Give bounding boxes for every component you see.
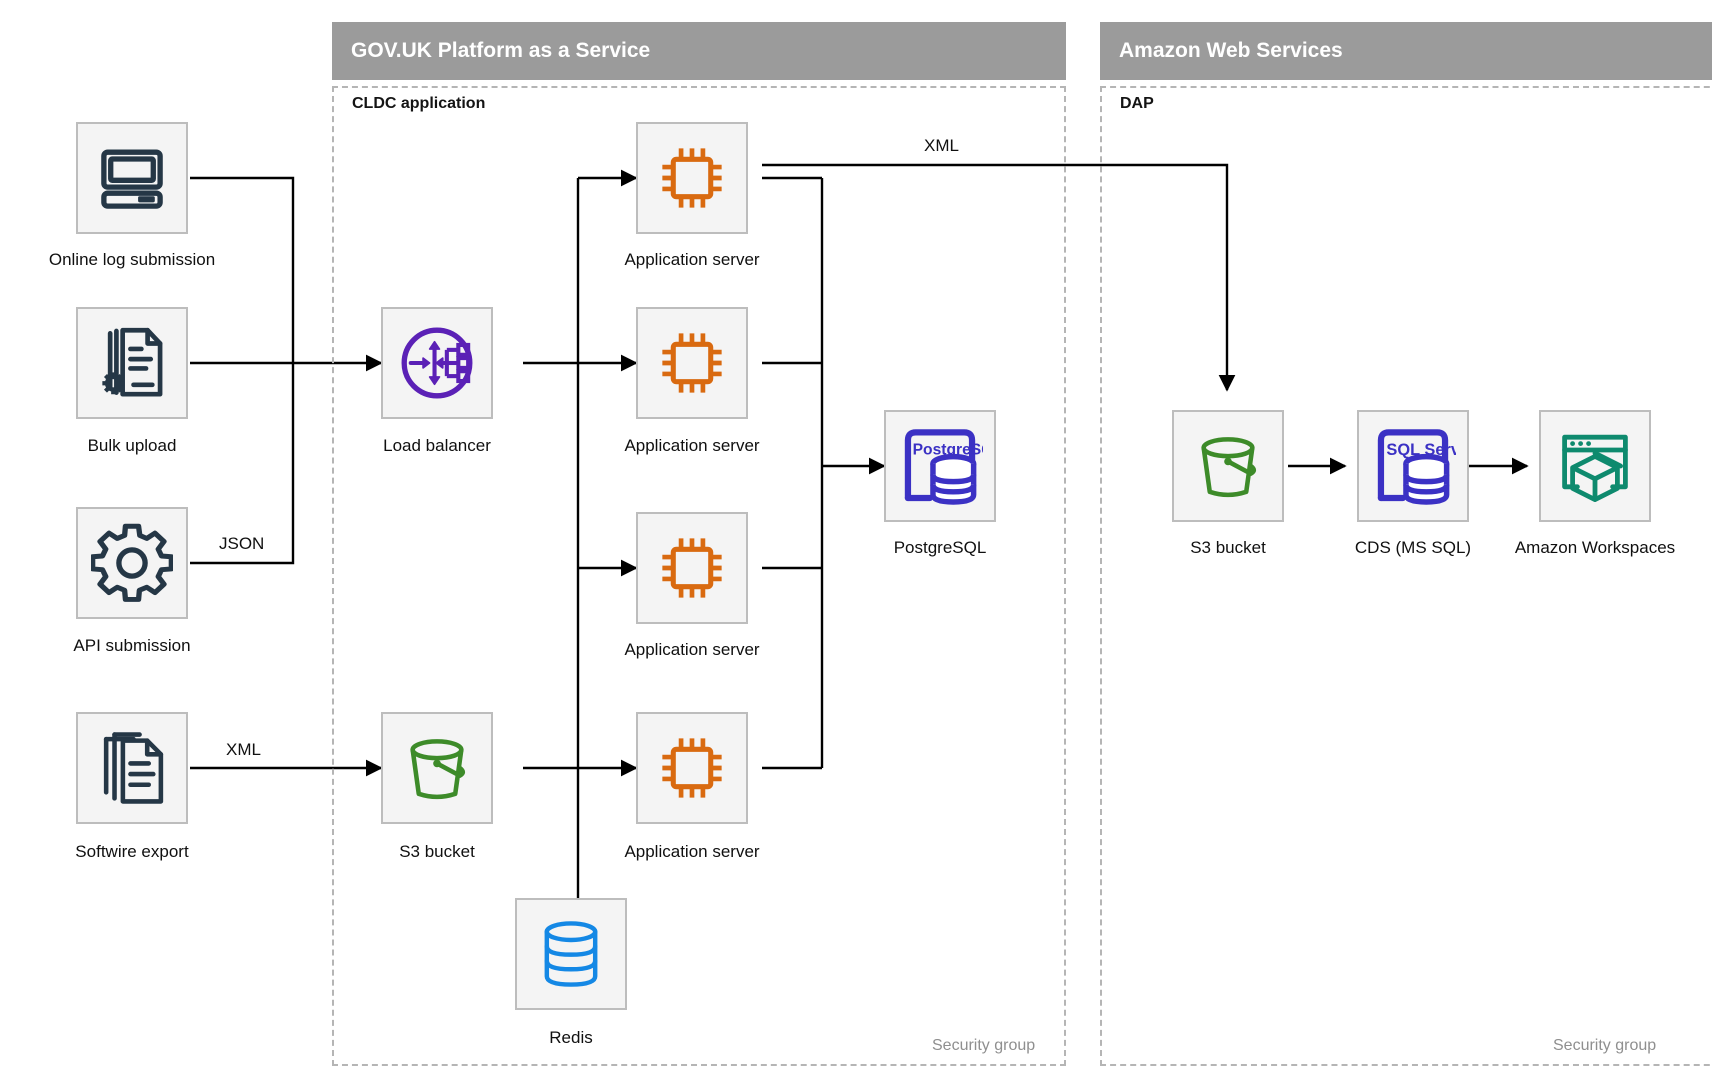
postgresql-icon: PostgreSQL bbox=[904, 429, 983, 505]
node-label-app-server-2: Application server bbox=[624, 436, 760, 455]
bucket-icon bbox=[410, 739, 466, 800]
document-stack-icon bbox=[103, 732, 164, 804]
node-label-postgresql: PostgreSQL bbox=[893, 538, 987, 557]
zone-sub-label-dap: DAP bbox=[1120, 95, 1154, 112]
node-app-server-2[interactable] bbox=[636, 307, 748, 419]
node-amazon-workspaces[interactable] bbox=[1539, 410, 1651, 522]
node-label-online-log-submission: Online log submission bbox=[48, 250, 216, 269]
bucket-icon bbox=[1201, 437, 1257, 498]
node-bulk-upload[interactable] bbox=[76, 307, 188, 419]
zone-footer-aws: Security group bbox=[1553, 1037, 1657, 1054]
node-label-s3-bucket-paas: S3 bucket bbox=[399, 842, 475, 861]
node-label-app-server-1: Application server bbox=[624, 250, 760, 269]
node-softwire-export[interactable] bbox=[76, 712, 188, 824]
zone-box-paas bbox=[332, 86, 1066, 1066]
zone-title-aws: Amazon Web Services bbox=[1119, 39, 1343, 62]
node-label-redis: Redis bbox=[549, 1028, 593, 1047]
edge-app1-xml-to-s3-aws bbox=[762, 163, 1236, 392]
node-label-load-balancer: Load balancer bbox=[383, 436, 491, 455]
node-label-app-server-3: Application server bbox=[624, 640, 760, 659]
node-label-cds-ms-sql: CDS (MS SQL) bbox=[1354, 538, 1472, 557]
node-load-balancer[interactable] bbox=[381, 307, 493, 419]
edge-label-xml-dap: XML bbox=[920, 136, 963, 156]
postgresql-badge-text: PostgreSQL bbox=[913, 441, 983, 458]
cpu-chip-icon bbox=[662, 333, 722, 393]
gear-icon bbox=[91, 523, 173, 602]
sql-server-icon: SQL Server bbox=[1377, 429, 1456, 505]
node-label-softwire-export: Softwire export bbox=[75, 842, 189, 861]
node-online-log-submission[interactable] bbox=[76, 122, 188, 234]
node-label-api-submission: API submission bbox=[73, 636, 191, 655]
desktop-computer-icon bbox=[101, 149, 163, 209]
cpu-chip-icon bbox=[662, 148, 722, 208]
node-postgresql[interactable]: PostgreSQL bbox=[884, 410, 996, 522]
zone-header-aws: Amazon Web Services bbox=[1100, 22, 1712, 80]
node-api-submission[interactable] bbox=[76, 507, 188, 619]
edge-online-log-to-bus bbox=[190, 176, 295, 363]
zone-footer-paas: Security group bbox=[932, 1037, 1036, 1054]
cpu-chip-icon bbox=[662, 738, 722, 798]
zone-title-paas: GOV.UK Platform as a Service bbox=[351, 39, 651, 62]
zone-sub-label-cldc: CLDC application bbox=[352, 95, 486, 112]
document-gear-icon bbox=[102, 327, 163, 397]
zone-header-paas: GOV.UK Platform as a Service bbox=[332, 22, 1066, 80]
node-app-server-4[interactable] bbox=[636, 712, 748, 824]
load-balancer-icon bbox=[401, 327, 473, 399]
node-label-amazon-workspaces: Amazon Workspaces bbox=[1514, 538, 1676, 557]
node-label-app-server-4: Application server bbox=[624, 842, 760, 861]
node-app-server-1[interactable] bbox=[636, 122, 748, 234]
zone-box-aws bbox=[1100, 86, 1712, 1066]
node-app-server-3[interactable] bbox=[636, 512, 748, 624]
edge-api-submission-to-bus bbox=[190, 363, 295, 565]
node-s3-bucket-aws[interactable] bbox=[1172, 410, 1284, 522]
edge-label-xml-softwire: XML bbox=[222, 740, 265, 760]
workspaces-cube-icon bbox=[1562, 434, 1628, 502]
sql-server-badge-text: SQL Server bbox=[1386, 441, 1456, 459]
node-label-bulk-upload: Bulk upload bbox=[87, 436, 177, 455]
node-redis[interactable] bbox=[515, 898, 627, 1010]
cpu-chip-icon bbox=[662, 538, 722, 598]
node-cds-ms-sql[interactable]: SQL Server bbox=[1357, 410, 1469, 522]
edge-label-json: JSON bbox=[215, 534, 269, 554]
node-label-s3-bucket-aws: S3 bucket bbox=[1190, 538, 1266, 557]
node-s3-bucket-paas[interactable] bbox=[381, 712, 493, 824]
database-cylinder-icon bbox=[544, 921, 598, 987]
